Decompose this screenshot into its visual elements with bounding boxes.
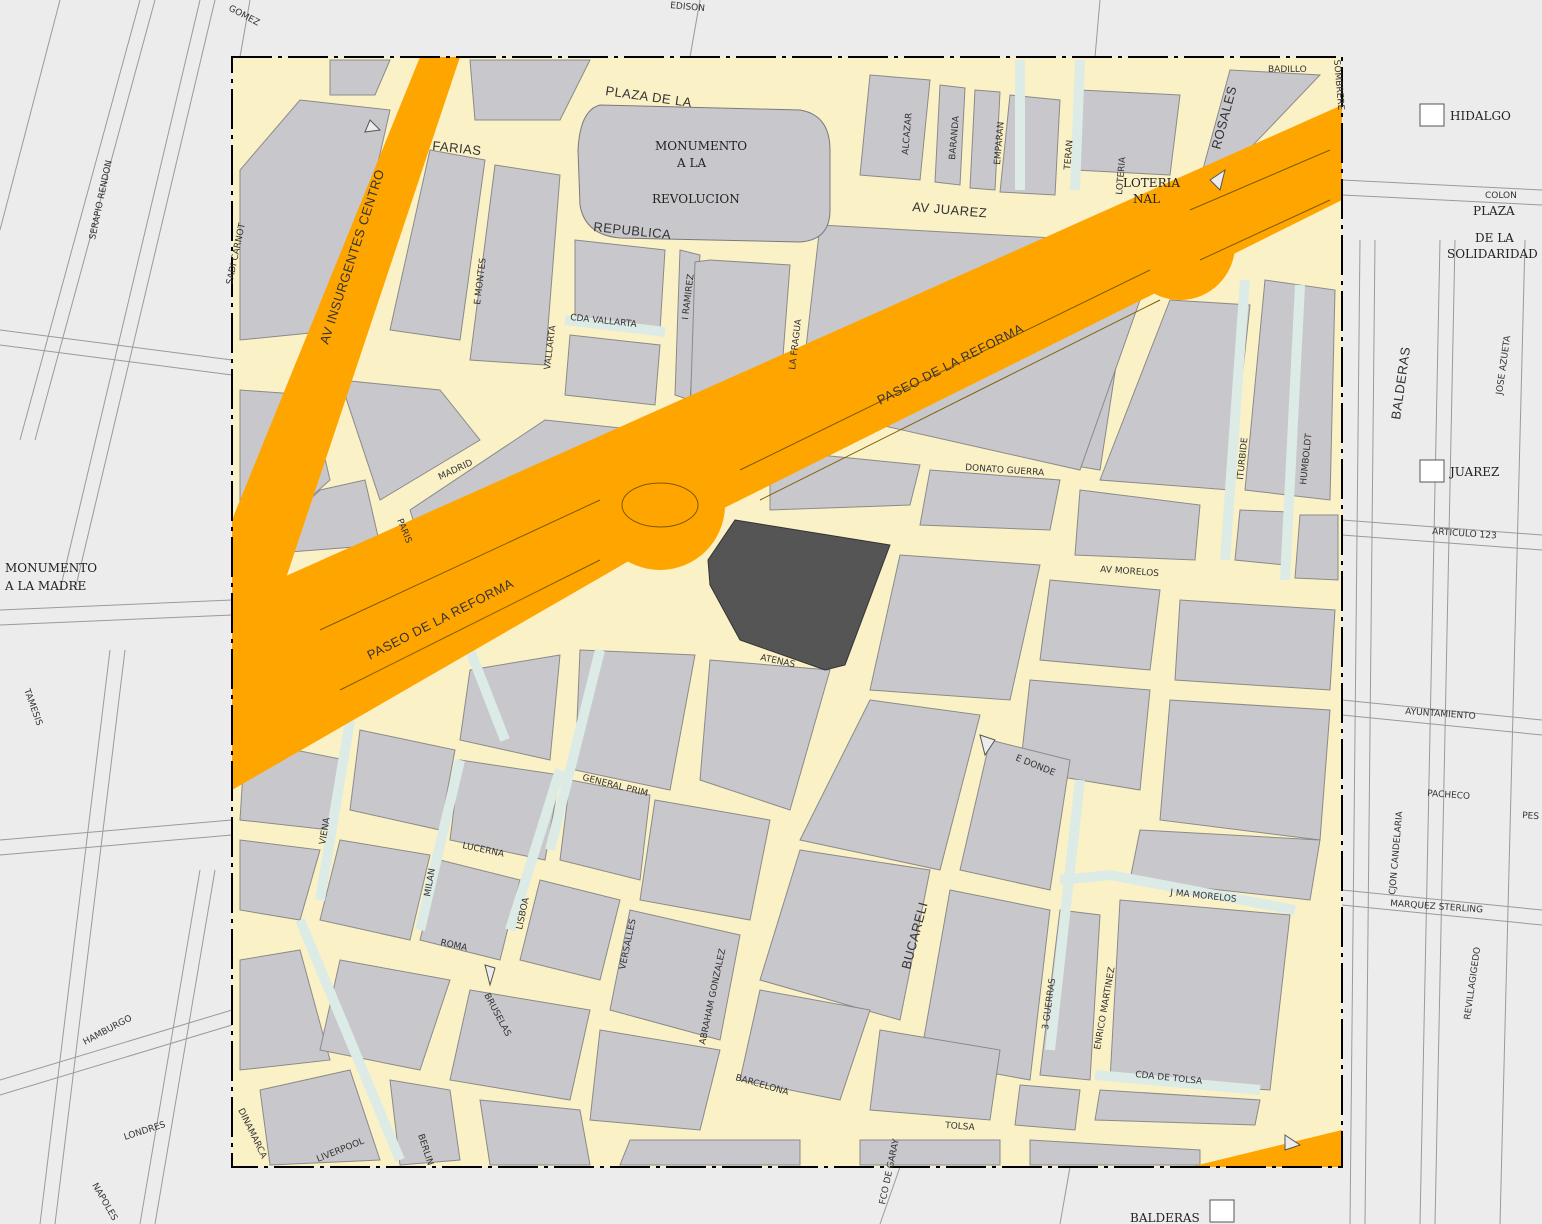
street-iturbide: ITURBIDE	[1236, 437, 1250, 481]
metro-juarez-icon	[1419, 459, 1445, 483]
city-blocks	[239, 59, 1339, 1166]
glorieta-center[interactable]	[621, 482, 699, 528]
reforma-extension	[1190, 1130, 1342, 1167]
street-farias: FARIAS	[432, 138, 483, 158]
street-sombrerete: SOMBRERE	[1331, 59, 1345, 111]
label-loteria-2: NAL	[1133, 192, 1160, 206]
street-av-morelos: AV MORELOS	[1100, 565, 1160, 579]
street-baranda: BARANDA	[948, 115, 962, 161]
label-madre-2: A LA MADRE	[4, 579, 86, 593]
inner-district	[232, 57, 1342, 1167]
street-emparan: EMPARAN	[993, 121, 1007, 165]
street-badillo: BADILLO	[1268, 65, 1307, 75]
traffic-islands	[364, 119, 1302, 1151]
label-loteria-1: LOTERIA	[1123, 176, 1180, 190]
metro-hidalgo-icon	[1419, 103, 1445, 127]
street-milan: MILAN	[423, 868, 438, 898]
label-plaza-sol-3: SOLIDARIDAD	[1447, 247, 1538, 261]
street-loteria: LOTERIA	[1115, 156, 1128, 196]
label-monumento-2: A LA	[676, 156, 706, 170]
label-plaza-sol-1: PLAZA	[1473, 204, 1515, 218]
district-boundary	[231, 56, 1343, 1168]
label-madre-1: MONUMENTO	[5, 561, 97, 575]
highlighted-block[interactable]	[707, 519, 891, 671]
street-alcazar: ALCAZAR	[901, 112, 915, 155]
street-colon: COLON	[1485, 191, 1517, 201]
metro-balderas-icon	[1209, 1199, 1235, 1223]
street-av-juarez: AV JUAREZ	[912, 199, 988, 220]
label-plaza-sol-2: DE LA	[1475, 231, 1514, 245]
label-metro-balderas: BALDERAS	[1130, 1211, 1200, 1224]
monumento-revolucion-plaza[interactable]	[577, 104, 831, 243]
insurgentes-avenue	[232, 57, 460, 620]
street-articulo-123: ARTICULO 123	[1432, 527, 1497, 541]
label-metro-hidalgo: HIDALGO	[1450, 109, 1511, 123]
street-pes: PES	[1522, 811, 1540, 822]
street-edison: EDISON	[670, 1, 706, 14]
tinted-streets	[295, 59, 1305, 1162]
label-monumento-3: REVOLUCION	[652, 192, 740, 206]
street-tolsa: TOLSA	[944, 1121, 976, 1133]
median-lines	[319, 149, 1331, 691]
metro-icons	[1209, 103, 1445, 1223]
street-teran: TERAN	[1063, 140, 1076, 172]
label-metro-juarez: JUAREZ	[1448, 465, 1499, 479]
street-viena: VIENA	[318, 816, 333, 846]
street-ayuntamiento: AYUNTAMIENTO	[1405, 707, 1476, 722]
street-pacheco: PACHECO	[1427, 789, 1471, 802]
label-monumento-1: MONUMENTO	[655, 139, 747, 153]
